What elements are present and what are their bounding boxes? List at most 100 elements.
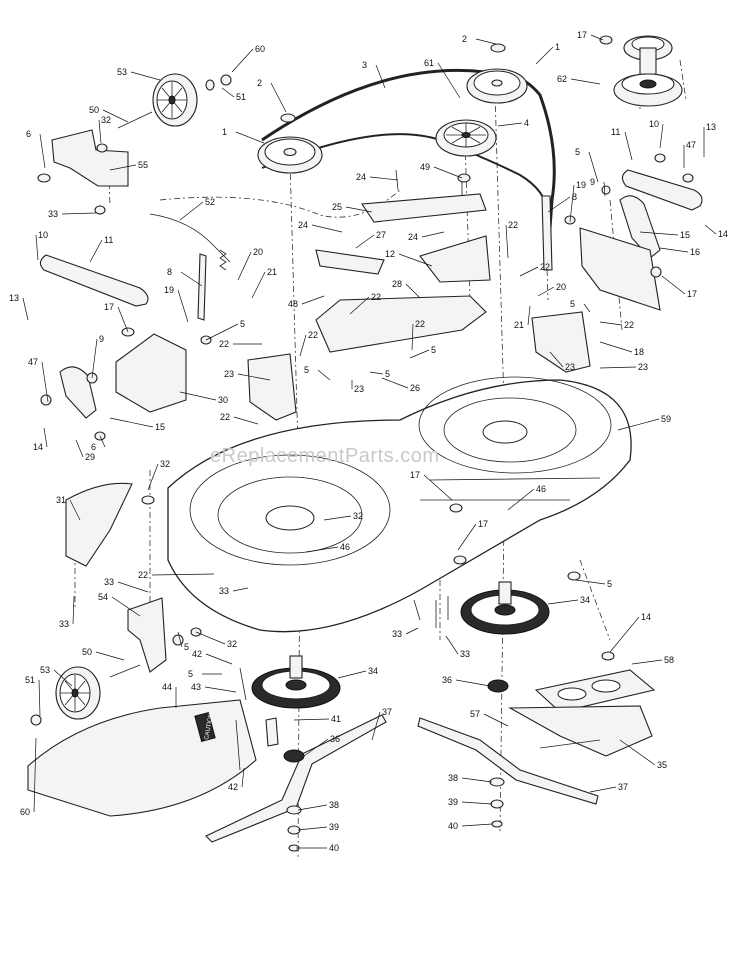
callout-4: 4: [497, 118, 529, 128]
leader-line: [53, 669, 73, 687]
leader-line: [177, 631, 183, 648]
callout-17: 17: [410, 470, 453, 501]
pulley-right-top: [466, 68, 528, 104]
leader-line: [599, 321, 623, 326]
wheel-bracket-lower: [127, 597, 167, 673]
part-number-label: 5: [188, 669, 193, 679]
part-number-label: 29: [85, 452, 95, 462]
blade-left: [205, 714, 387, 843]
callout-53: 53: [40, 665, 73, 687]
blade-guard-left: [65, 482, 133, 567]
callout-23: 23: [224, 369, 271, 381]
leader-line: [639, 231, 679, 236]
leader-line: [41, 361, 49, 403]
lift-arm-left: [39, 254, 149, 307]
part-number-label: 8: [167, 267, 172, 277]
part-number-label: 53: [40, 665, 50, 675]
leader-line: [204, 686, 237, 693]
callout-26: 26: [381, 377, 420, 393]
part-number-label: 33: [48, 209, 58, 219]
leader-line: [355, 234, 375, 249]
leader-line: [297, 826, 328, 831]
leader-line: [109, 164, 137, 171]
callout-22: 22: [519, 262, 550, 277]
part-number-label: 42: [228, 782, 238, 792]
caution-decal: CAUTION: [194, 712, 216, 742]
part-number-label: 57: [470, 709, 480, 719]
leader-line: [381, 377, 409, 389]
leader-line: [659, 247, 689, 253]
callout-33: 33: [219, 586, 249, 596]
leader-line: [437, 62, 461, 99]
deck-stiffener: [315, 295, 487, 353]
callout-13: 13: [703, 122, 716, 157]
part-number-label: 58: [664, 655, 674, 665]
part-number-label: 22: [308, 330, 318, 340]
wheel-upper-left: [152, 73, 198, 127]
part-number-label: 2: [257, 78, 262, 88]
part-number-label: 23: [224, 369, 234, 379]
leader-line: [519, 266, 539, 277]
leader-line: [33, 737, 37, 813]
leader-line: [303, 738, 329, 757]
callout-13: 13: [9, 293, 29, 321]
callout-22: 22: [411, 319, 425, 351]
part-number-label: 32: [227, 639, 237, 649]
callout-37: 37: [371, 707, 392, 741]
callout-9: 9: [590, 177, 606, 197]
callout-30: 30: [179, 391, 228, 405]
part-number-label: 17: [577, 30, 587, 40]
leader-line: [409, 349, 430, 359]
leader-line: [233, 416, 259, 425]
part-number-label: 33: [59, 619, 69, 629]
callout-24: 24: [408, 231, 445, 242]
callout-39: 39: [448, 797, 493, 807]
leader-line: [151, 573, 215, 576]
leader-line: [549, 351, 564, 368]
callout-5: 5: [575, 579, 612, 589]
part-number-label: 35: [657, 760, 667, 770]
callout-31: 31: [56, 495, 81, 521]
callout-42: 42: [228, 767, 245, 792]
callout-10: 10: [649, 119, 664, 149]
callout-17: 17: [661, 275, 697, 299]
part-number-label: 50: [89, 105, 99, 115]
callout-60: 60: [231, 44, 265, 73]
part-number-label: 24: [408, 232, 418, 242]
part-number-label: 19: [576, 180, 586, 190]
leader-line: [117, 581, 149, 593]
leader-line: [102, 109, 129, 123]
callout-32: 32: [323, 511, 363, 521]
callout-22: 22: [505, 220, 518, 259]
wheel-bracket-upper: [51, 129, 129, 187]
callout-9: 9: [91, 334, 104, 379]
leader-line: [547, 599, 579, 605]
part-number-label: 46: [340, 542, 350, 552]
callout-5: 5: [188, 669, 222, 679]
part-number-label: 44: [162, 682, 172, 692]
part-number-label: 51: [25, 675, 35, 685]
leader-line: [221, 87, 235, 98]
leader-line: [337, 670, 367, 679]
part-number-label: 20: [253, 247, 263, 257]
callout-50: 50: [89, 105, 129, 123]
callout-32: 32: [195, 631, 237, 649]
part-number-label: 20: [556, 282, 566, 292]
part-number-label: 54: [98, 592, 108, 602]
part-number-label: 42: [192, 649, 202, 659]
part-number-label: 16: [690, 247, 700, 257]
leader-line: [130, 71, 161, 81]
part-number-label: 17: [478, 519, 488, 529]
leader-line: [617, 418, 660, 431]
callout-5: 5: [409, 345, 436, 359]
leader-line: [455, 679, 491, 687]
part-number-label: 60: [255, 44, 265, 54]
blade-right: [417, 717, 599, 805]
part-number-label: 59: [661, 414, 671, 424]
leader-line: [609, 616, 640, 653]
part-number-label: 1: [555, 42, 560, 52]
part-number-label: 34: [368, 666, 378, 676]
leader-line: [75, 439, 84, 458]
leader-line: [91, 338, 98, 379]
front-bracket-right: [579, 227, 661, 311]
